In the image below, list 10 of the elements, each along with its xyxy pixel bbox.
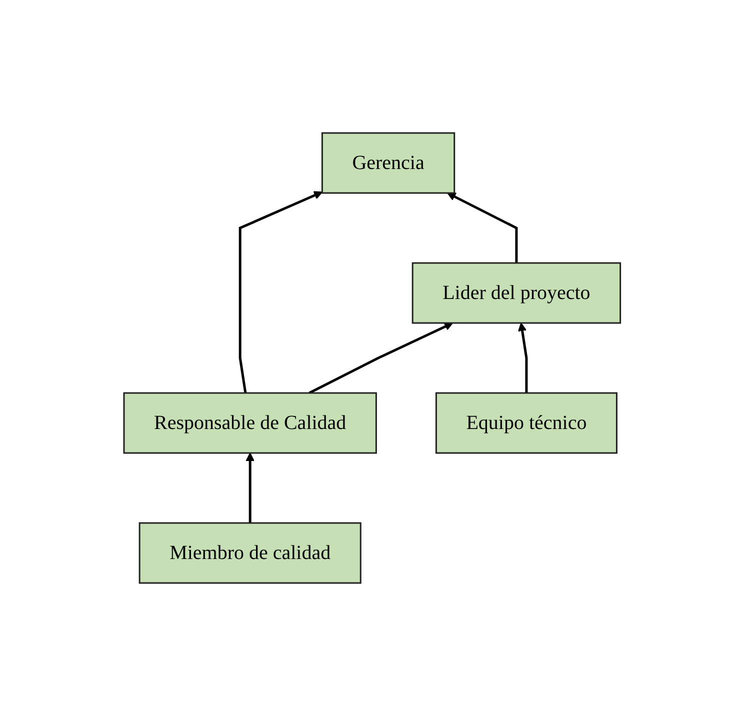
arrow [447,192,518,262]
node-box: Responsable de Calidad [124,392,378,454]
arrow [239,190,323,393]
arrow [309,322,454,394]
arrow [518,322,528,392]
node-box: Lider del proyecto [412,262,622,324]
node-box: Equipo técnico [436,392,618,454]
arrow [246,452,255,522]
node-box: Gerencia [322,132,456,194]
node-box: Miembro de calidad [139,522,362,584]
